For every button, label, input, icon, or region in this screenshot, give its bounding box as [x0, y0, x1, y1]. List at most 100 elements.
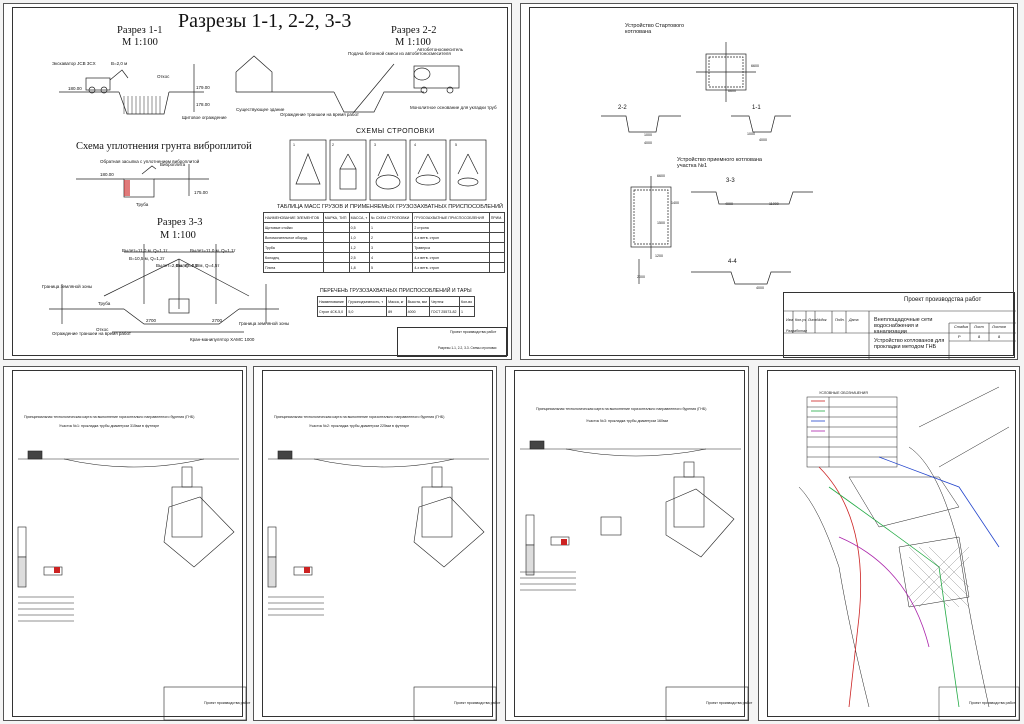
tare-table: Наименование Грузоподъемность, т Масса, … [316, 296, 475, 317]
dim-5: 4000 [759, 138, 767, 142]
dim-12: 2000 [637, 275, 645, 279]
label-b: B=2,0 м [111, 61, 128, 66]
cut-4-4: 4-4 [728, 259, 737, 265]
label-h3: Вылет=2,0 м, Q=4,5т [156, 263, 200, 268]
tare-title: ПЕРЕЧЕНЬ ГРУЗОЗАХВАТНЫХ ПРИСПОСОБЛЕНИЙ И… [320, 288, 472, 294]
label-support: Монолитное основание для укладки труб [410, 105, 497, 110]
table-cell: Плита [263, 262, 324, 273]
sheet-frame [12, 370, 243, 717]
label-slope: Откос [157, 74, 170, 79]
sheet-header: Принципиальная технологическая карта на … [24, 415, 195, 419]
sheet-sections: Разрезы 1-1, 2-2, 3-3 Разрез 1-1 М 1:100… [3, 3, 512, 360]
label-h5: В=10,5 м, Q=1,2т [129, 256, 165, 261]
label-mark-2: 179.00 [196, 85, 210, 90]
stamp-h-2: Листов [992, 325, 1006, 329]
cut-3-3: 3-3 [726, 178, 735, 184]
stamp-col-0: Изм [786, 318, 793, 322]
cut-2-2: 2-2 [618, 105, 627, 111]
label-mark-3: 178.00 [196, 102, 210, 107]
label-excavator: Экскаватор JCB 3CX [52, 61, 96, 66]
legend-title: УСЛОВНЫЕ ОБОЗНАЧЕНИЯ [819, 391, 868, 395]
sheet-frame [529, 7, 1014, 356]
label-building: Существующее здание [236, 107, 285, 112]
sheet3-drawing [17, 450, 247, 721]
table-cell: Строп 4СК-5,0 [316, 306, 348, 317]
sheet-frame [262, 370, 493, 717]
table-cell: 1 [459, 306, 475, 317]
dim-11: 1200 [655, 254, 663, 258]
sheet-subheader: Участок №2: прокладка трубы диаметром 22… [309, 424, 410, 428]
sheet-frame [767, 370, 1016, 717]
sheet-header: Принципиальная технологическая карта на … [274, 415, 445, 419]
table-cell [488, 262, 506, 273]
sheet-frame [514, 370, 745, 717]
sling-num-4: 4 [414, 143, 416, 147]
stamp-v-0: Р [958, 334, 961, 339]
sheet-hdd-1: Принципиальная технологическая карта на … [3, 366, 250, 721]
dim-3: 1000 [644, 133, 652, 137]
sling-num-3: 3 [374, 143, 376, 147]
sheet-hdd-2: Принципиальная технологическая карта на … [253, 366, 500, 721]
table-cell: 5,0 [346, 306, 388, 317]
dim-15: 1500 [657, 221, 665, 225]
stamp-col-5: Дата [849, 318, 859, 322]
title-block-project: Проект производства работ [450, 330, 497, 334]
sheet-subheader: Участок №3: прокладка трубы диаметром 16… [586, 419, 668, 423]
cut-1-1: 1-1 [752, 105, 761, 111]
stamp-object: Внеплощадочные сети водоснабжения и кана… [874, 317, 933, 335]
mass-table: НАИМЕНОВАНИЕ ЭЛЕМЕНТОВ МАРКА, ТИП МАССА,… [263, 212, 506, 273]
dim-1: 6600 [728, 89, 736, 93]
dim-13: 4000 [756, 286, 764, 290]
sheet-frame [12, 7, 508, 356]
stamp-col-3: №док [817, 318, 827, 322]
dim-6: 1000 [747, 132, 755, 136]
label-truck: Автобетоносмеситель [417, 47, 464, 52]
dim-8: 6600 [657, 174, 665, 178]
title-block: Проект производства работ Разрезы 1-1, 2… [397, 327, 507, 357]
receive-pit-title: Устройство приемного котлована участка №… [677, 157, 762, 169]
label-compaction: Обратная засыпка с уплотнением виброплит… [100, 159, 200, 164]
title-block-row: Разрезы 1-1, 2-2, 3-3. Схемы строповки [438, 346, 497, 350]
sheet4-drawing [267, 450, 497, 721]
sheet-subheader: Участок №1: прокладка трубы диаметром 31… [59, 424, 160, 428]
stamp-v-1: 8 [978, 334, 981, 339]
table-cell: 5 [369, 262, 414, 273]
sheet6-drawing [798, 386, 1020, 721]
label-mark-4: 180.00 [100, 172, 114, 177]
stamp-grid [784, 310, 1016, 359]
label-h2: Вылет=11,0 м, Q=1,1т [190, 248, 236, 253]
table-cell: 4000 [405, 306, 431, 317]
dim-2: 6600 [751, 64, 759, 68]
sheet2-drawing [601, 42, 813, 285]
stamp-developed: Разработал [786, 329, 807, 333]
label-fence: Ограждение траншеи на время работ [280, 112, 359, 117]
stamp-h-0: Стадия [954, 325, 969, 329]
sheet-stamp: Проект производства работ [969, 701, 1016, 705]
sling-num-5: 5 [455, 143, 457, 147]
label-pit-border-right: Граница земляной зоны [239, 321, 290, 326]
label-crane: Кран-манипулятор ХАМС 1000 [190, 337, 255, 342]
mass-table-title: ТАБЛИЦА МАСС ГРУЗОВ И ПРИМЕНЯЕМЫХ ГРУЗОЗ… [277, 204, 503, 210]
sheet-stamp: Проект производства работ [706, 701, 753, 705]
section-3-3-name: Разрез 3-3 [157, 217, 203, 228]
stamp-col-4: Подп. [835, 318, 845, 322]
stamp-sheet-title: Устройство котлованов для прокладки мето… [874, 338, 945, 350]
sheet-pits: Устройство Стартового котлована Устройст… [520, 3, 1018, 360]
sheet5-drawing [520, 440, 749, 721]
label-tube: Труба [136, 202, 149, 207]
stamp-h-1: Лист [974, 325, 984, 329]
label-mark-1: 180.00 [68, 86, 82, 91]
vibro-title: Схема уплотнения грунта виброплитой [76, 141, 252, 152]
stamp-v-2: 8 [998, 334, 1001, 339]
sheet-plan: УСЛОВНЫЕ ОБОЗНАЧЕНИЯ Проект производства… [758, 366, 1020, 721]
table-cell: 1,8 [348, 262, 371, 273]
stamp-col-1: Кол.уч [795, 318, 806, 322]
section-2-2-name: Разрез 2-2 [391, 25, 437, 36]
section-3-3-scale: М 1:100 [160, 230, 196, 241]
sheet-title: Разрезы 1-1, 2-2, 3-3 [178, 10, 352, 32]
sheet-header: Принципиальная технологическая карта на … [536, 407, 707, 411]
sling-num-2: 2 [332, 143, 334, 147]
label-h4: Вылет=2,0 м, Q=4,5т [176, 263, 220, 268]
